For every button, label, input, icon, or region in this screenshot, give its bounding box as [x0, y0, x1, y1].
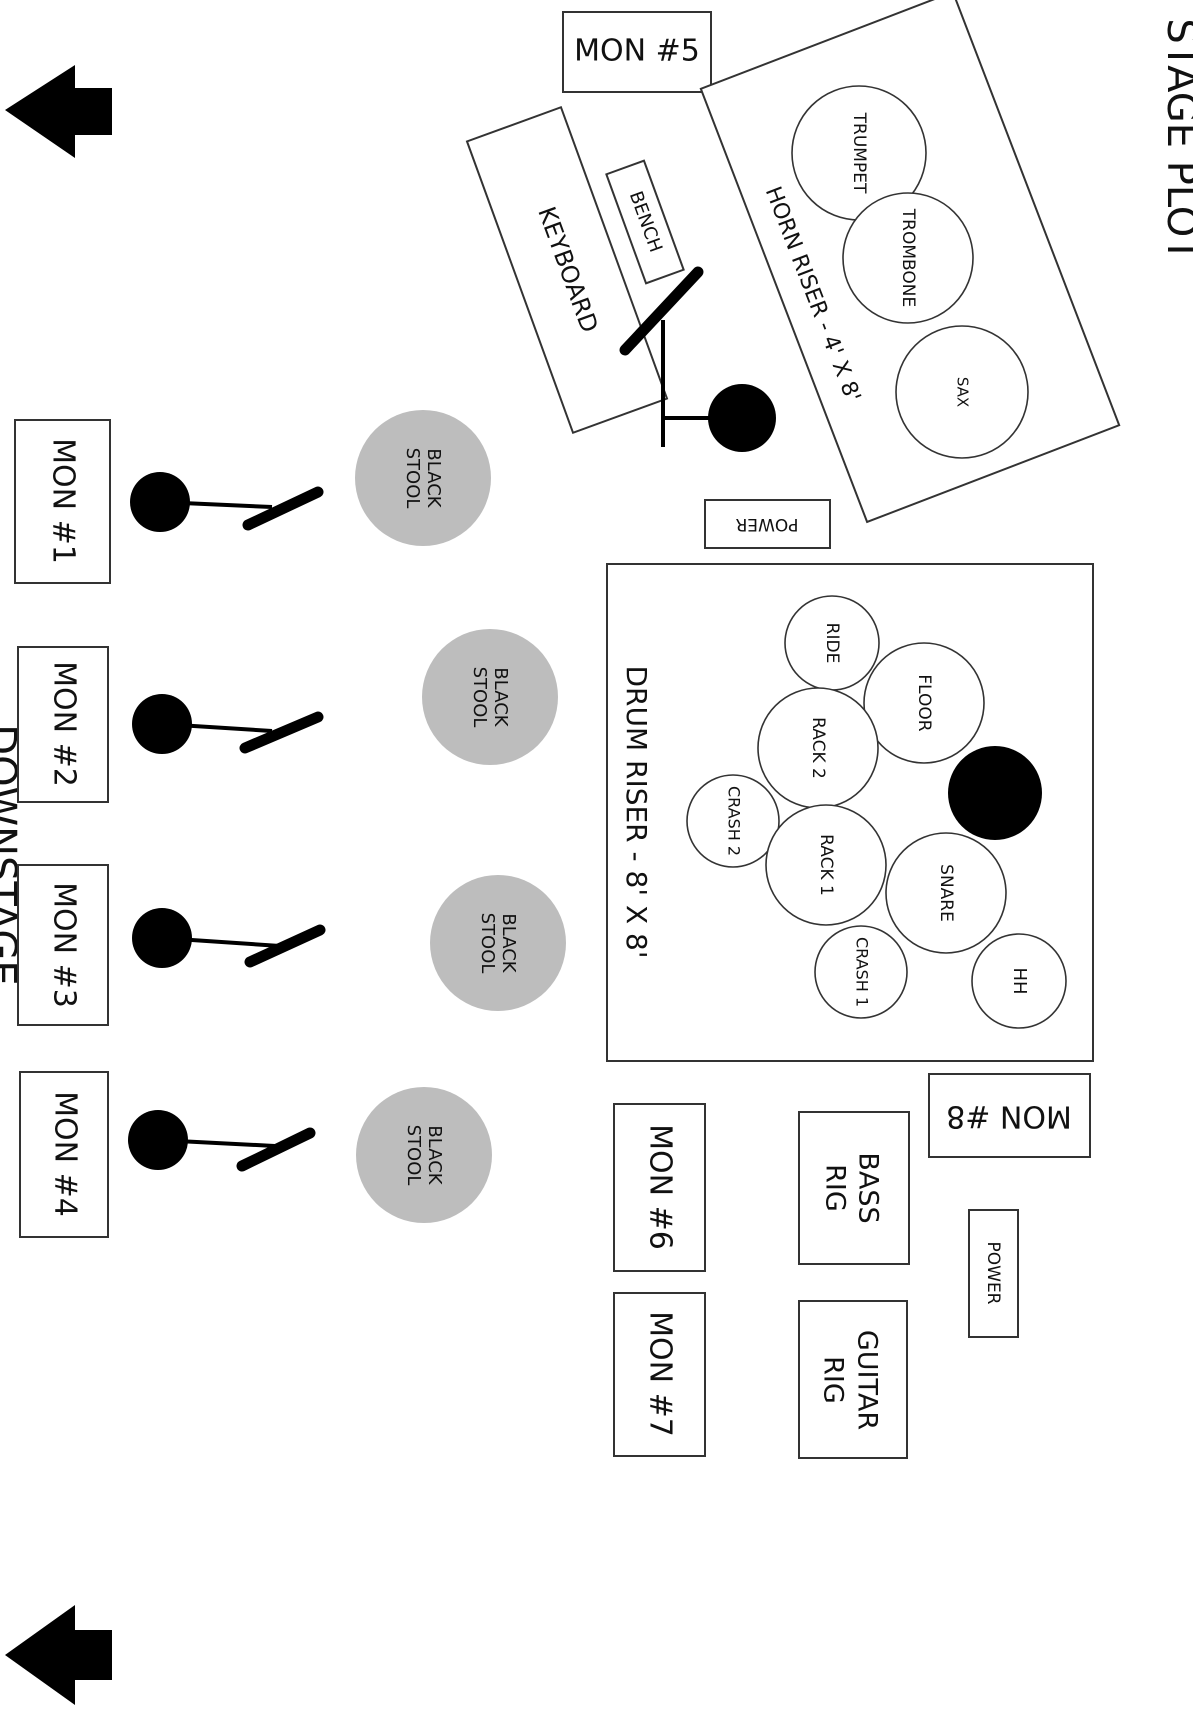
black-stool-1: BLACK STOOL [355, 410, 491, 546]
sax-label: SAX [954, 377, 972, 407]
power-1-label: POWER [735, 514, 798, 534]
bass-rig-line1: BASS [853, 1152, 884, 1223]
bench: BENCH [605, 159, 685, 285]
trombone: TROMBONE [842, 192, 974, 324]
drum-crash-1: CRASH 1 [814, 925, 908, 1019]
keyboard: KEYBOARD [465, 105, 669, 435]
guitar-rig-line2: RIG [818, 1356, 849, 1404]
bass-rig-line2: RIG [820, 1164, 851, 1212]
microphone-icon [242, 486, 324, 531]
monitor-1: MON #1 [14, 419, 111, 584]
drum-crash-2: CRASH 2 [686, 774, 780, 868]
trumpet: TRUMPET [791, 85, 927, 221]
trumpet-label: TRUMPET [849, 112, 869, 194]
monitor-8-label: MON #8 [946, 1099, 1072, 1134]
stool-1-line1: BLACK [423, 448, 444, 508]
monitor-1-label: MON #1 [46, 438, 81, 564]
drum-riser-label: DRUM RISER - 8' X 8' [620, 665, 653, 958]
snare-label: SNARE [936, 864, 956, 922]
drum-rack-1: RACK 1 [765, 804, 887, 926]
vocalist-2 [132, 694, 324, 754]
bass-rig: BASS RIG [798, 1111, 910, 1265]
microphone-icon [239, 711, 324, 754]
stool-4-line2: STOOL [403, 1125, 424, 1186]
vocalist-3 [132, 908, 326, 968]
monitor-2: MON #2 [17, 646, 109, 803]
drummer-icon [948, 746, 1042, 840]
floor-label: FLOOR [914, 674, 934, 731]
drum-floor-tom: FLOOR [863, 642, 985, 764]
monitor-5: MON #5 [562, 11, 712, 93]
guitar-rig-line1: GUITAR [852, 1330, 883, 1430]
crash-2-label: CRASH 2 [725, 786, 744, 856]
arrow-left-icon [5, 1605, 112, 1705]
stool-1-line2: STOOL [402, 448, 423, 509]
monitor-2-label: MON #2 [47, 661, 82, 787]
vocalist-1 [130, 472, 324, 532]
stage-plot-title: STAGE PLOT [1158, 18, 1193, 262]
monitor-5-label: MON #5 [574, 34, 700, 69]
sax: SAX [895, 325, 1029, 459]
trombone-label: TROMBONE [898, 208, 918, 307]
black-stool-2: BLACK STOOL [422, 629, 558, 765]
monitor-3-label: MON #3 [47, 882, 82, 1008]
microphone-icon [244, 924, 326, 968]
stool-2-line1: BLACK [490, 667, 511, 727]
crash-1-label: CRASH 1 [853, 937, 872, 1007]
keyboard-player [619, 266, 776, 452]
rack-1-label: RACK 1 [816, 834, 836, 896]
drum-rack-2: RACK 2 [757, 687, 879, 809]
monitor-7: MON #7 [613, 1292, 706, 1457]
hh-label: HH [1009, 967, 1030, 994]
power-2-label: POWER [983, 1242, 1003, 1305]
black-stool-3: BLACK STOOL [430, 875, 566, 1011]
rack-2-label: RACK 2 [808, 717, 828, 779]
stool-4-line1: BLACK [424, 1125, 445, 1185]
guitar-rig: GUITAR RIG [798, 1300, 908, 1459]
monitor-3: MON #3 [17, 864, 109, 1026]
stool-3-line1: BLACK [498, 913, 519, 973]
microphone-icon [619, 266, 704, 356]
monitor-6-label: MON #6 [643, 1124, 678, 1250]
ride-label: RIDE [822, 623, 842, 664]
arrow-left-icon [5, 65, 112, 158]
monitor-4-label: MON #4 [48, 1091, 83, 1217]
monitor-4: MON #4 [19, 1071, 109, 1238]
monitor-7-label: MON #7 [643, 1311, 678, 1437]
stool-3-line2: STOOL [477, 913, 498, 974]
monitor-8: MON #8 [928, 1073, 1091, 1158]
power-box-1: POWER [704, 499, 831, 549]
microphone-icon [236, 1127, 316, 1172]
drum-hihat: HH [971, 933, 1067, 1029]
drum-snare: SNARE [885, 832, 1007, 954]
stool-2-line2: STOOL [469, 667, 490, 728]
black-stool-4: BLACK STOOL [356, 1087, 492, 1223]
vocalist-4 [128, 1110, 316, 1172]
drum-ride: RIDE [784, 595, 880, 691]
monitor-6: MON #6 [613, 1103, 706, 1272]
power-box-2: POWER [968, 1209, 1019, 1338]
